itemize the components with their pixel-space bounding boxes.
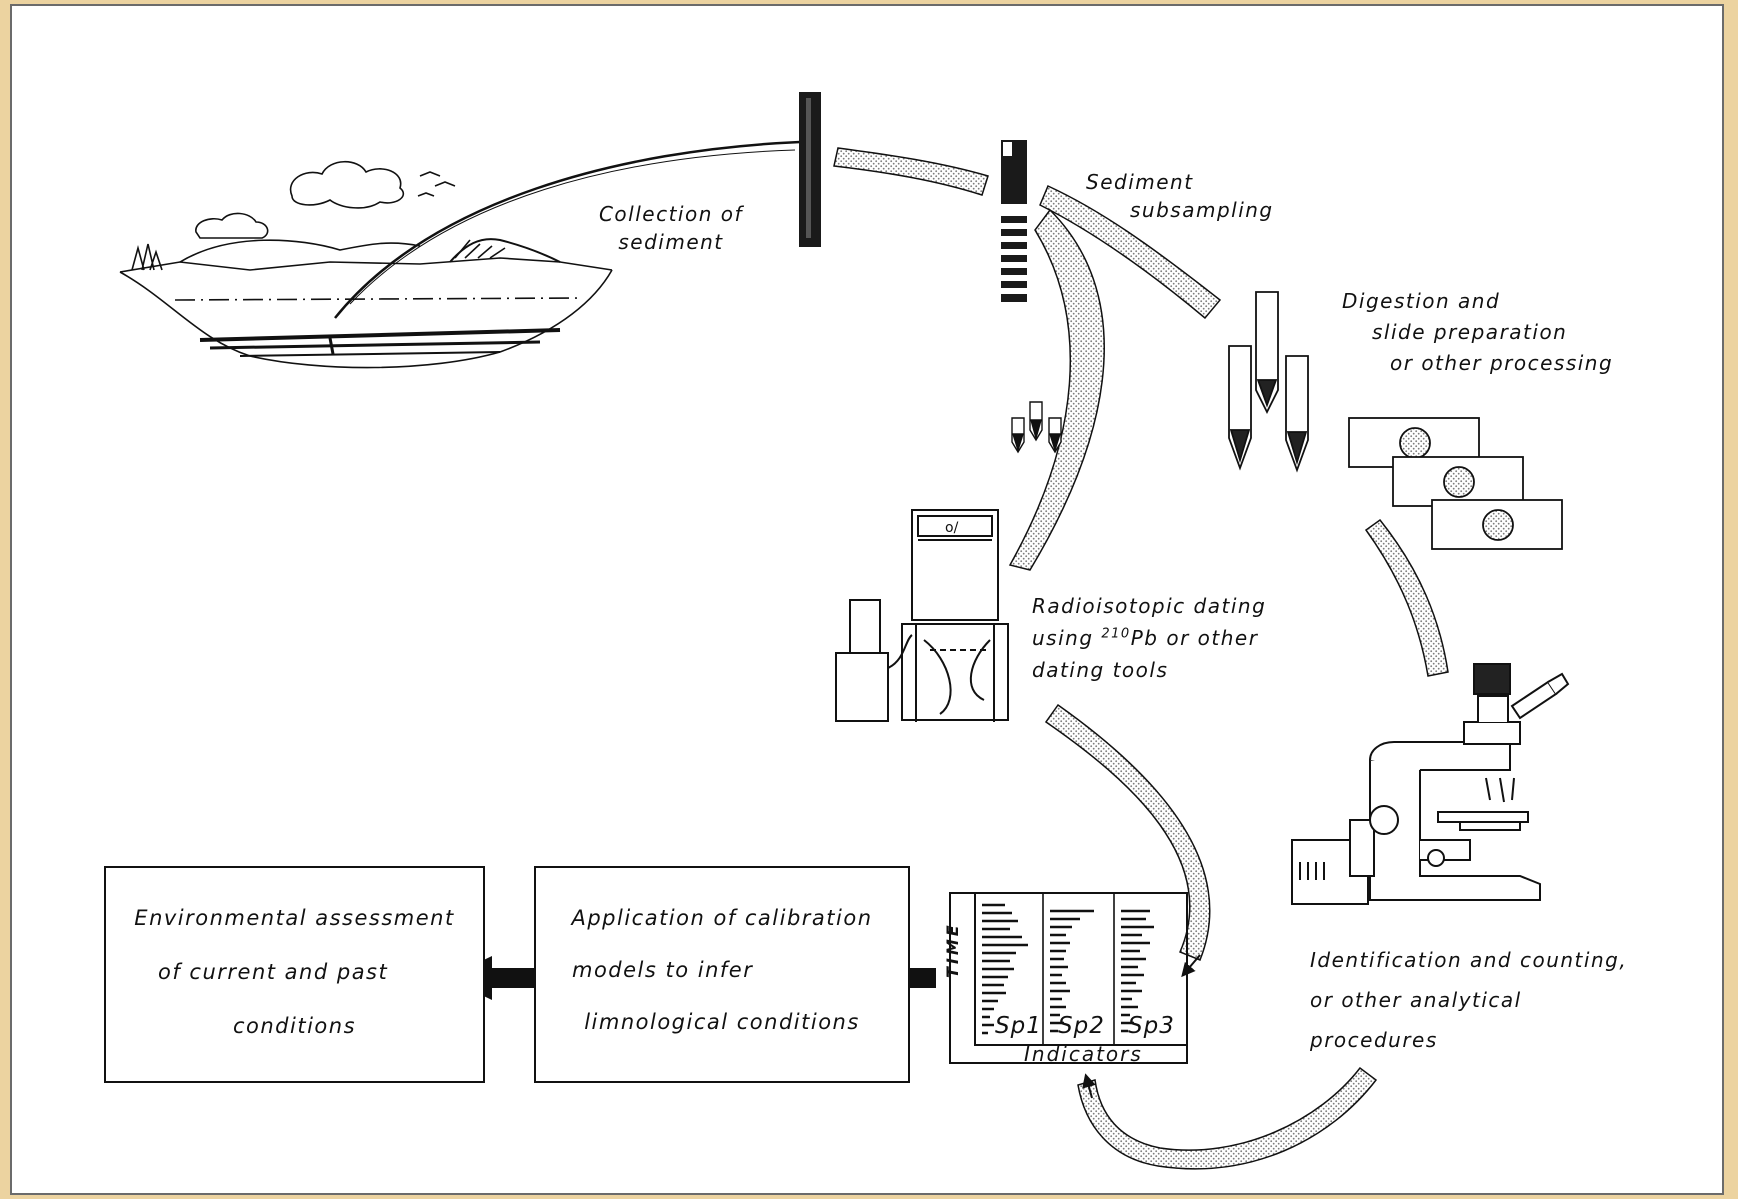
label-identification-line2: or other analytical	[1310, 988, 1522, 1012]
stratigraphy-time-axis-label: TIME	[943, 922, 962, 978]
stratigraphic-diagram	[949, 892, 1188, 1064]
stippled-arrow-dating-to-stratigraphy	[1044, 703, 1211, 961]
sp1-bars	[982, 903, 1028, 1035]
box-application-line1: Application of calibration	[571, 906, 873, 930]
box-application-line3: limnological conditions	[584, 1010, 860, 1034]
gamma-counter-illustration: o/	[835, 509, 1009, 722]
box-environmental-line2: of current and past	[158, 960, 389, 984]
lake-landscape-illustration	[119, 160, 613, 369]
sp3-bars	[1121, 909, 1154, 1033]
dating-sample-tubes-illustration	[1011, 401, 1062, 454]
label-dating-line2: using 210Pb or other	[1032, 622, 1266, 654]
label-digestion-line2: slide preparation	[1372, 320, 1568, 344]
label-identification-counting: Identification and counting, or other an…	[1310, 940, 1627, 1060]
isotope-mass-number: 210	[1101, 626, 1131, 642]
label-dating-line3: dating tools	[1032, 658, 1169, 682]
stippled-arrow-core-to-subsample	[833, 147, 989, 196]
label-subsampling-line1: Sediment	[1086, 170, 1194, 194]
sediment-core-illustration	[799, 92, 821, 247]
box-environmental-line1: Environmental assessment	[134, 906, 455, 930]
label-collection-of-sediment: Collection of sediment	[586, 200, 756, 256]
box-environmental-assessment: Environmental assessment of current and …	[104, 866, 485, 1083]
box-environmental-line3: conditions	[232, 1014, 357, 1038]
subsampled-core-illustration	[1001, 140, 1027, 302]
label-collection-line2: sediment	[618, 230, 724, 254]
collection-arc	[334, 140, 801, 319]
label-digestion-processing: Digestion and slide preparation or other…	[1342, 286, 1613, 379]
stippled-arrow-microscope-to-stratigraphy	[1077, 1066, 1378, 1170]
label-dating-line1: Radioisotopic dating	[1032, 594, 1267, 618]
label-identification-line1: Identification and counting,	[1310, 948, 1628, 972]
label-identification-line3: procedures	[1310, 1028, 1438, 1052]
stippled-arrow-slides-to-microscope	[1364, 518, 1449, 677]
box-application-calibration: Application of calibration models to inf…	[534, 866, 910, 1083]
stratigraphy-indicators-label: Indicators	[1024, 1042, 1143, 1066]
label-digestion-line3: or other processing	[1390, 351, 1614, 375]
microscope-illustration	[1291, 663, 1570, 905]
label-subsampling-line2: subsampling	[1130, 198, 1274, 222]
test-tubes-illustration	[1228, 291, 1309, 473]
stratigraphy-column-sp1: Sp1	[995, 1013, 1042, 1039]
microscope-slides-illustration	[1348, 417, 1563, 550]
label-collection-line1: Collection of	[598, 202, 744, 226]
stippled-arrow-subsample-to-processing	[1039, 184, 1222, 320]
svg-text:o/: o/	[945, 520, 959, 536]
label-dating-line2-suffix: or other	[1158, 626, 1259, 650]
sp2-bars	[1050, 909, 1094, 1033]
label-digestion-line1: Digestion and	[1342, 289, 1501, 313]
stratigraphy-column-sp2: Sp2	[1058, 1013, 1105, 1039]
stippled-arrow-subsample-to-dating	[1008, 208, 1105, 571]
stratigraphy-column-sp3: Sp3	[1128, 1013, 1175, 1039]
box-application-line2: models to infer	[572, 958, 754, 982]
label-radioisotopic-dating: Radioisotopic dating using 210Pb or othe…	[1032, 590, 1266, 686]
label-sediment-subsampling: Sediment subsampling	[1086, 168, 1274, 224]
label-dating-line2-prefix: using	[1032, 626, 1102, 650]
isotope-symbol: Pb	[1130, 626, 1159, 650]
